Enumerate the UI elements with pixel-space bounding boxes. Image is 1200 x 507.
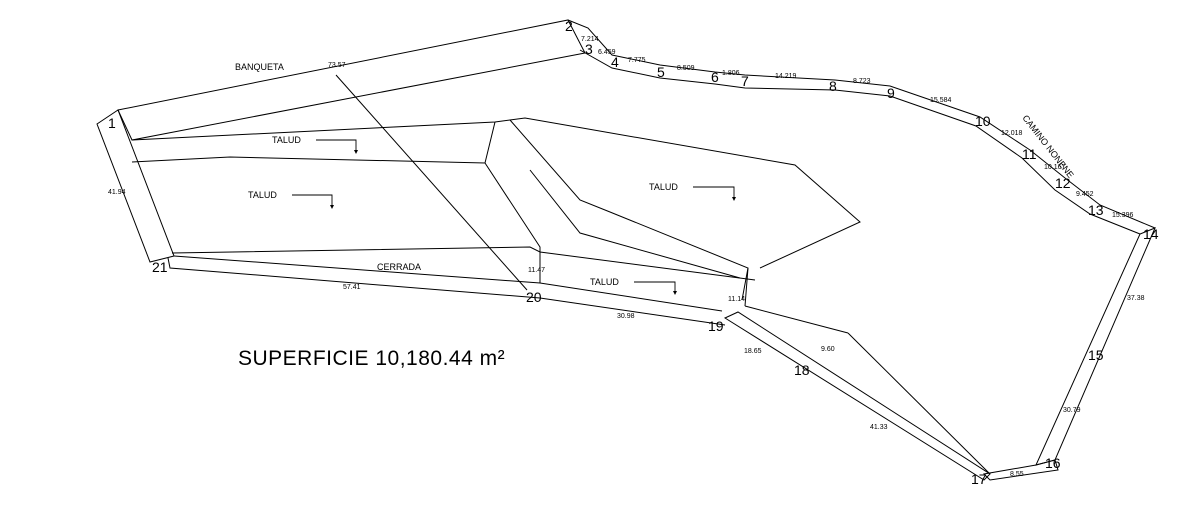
cerrada-label: CERRADA xyxy=(377,262,421,272)
dimension-13-14: 15.396 xyxy=(1112,212,1134,219)
talud-label: TALUD xyxy=(590,277,619,287)
dimension-6-7: 1.806 xyxy=(722,70,740,77)
dimension-4-5: 7.775 xyxy=(628,57,646,64)
left-boundary-strip xyxy=(96,109,175,263)
vertex-6: 6 xyxy=(711,69,719,85)
vertex-1: 1 xyxy=(108,115,116,131)
dimension-8-9: 8.723 xyxy=(853,78,871,85)
dimension-7-8: 14.219 xyxy=(775,73,797,80)
dimension-1-2: 73.57 xyxy=(328,62,346,69)
dimension-17-18: 41.33 xyxy=(870,424,888,431)
vertex-3: 3 xyxy=(585,41,593,57)
vertex-12: 12 xyxy=(1055,175,1071,191)
talud-marker-2: TALUD xyxy=(248,190,334,209)
vertex-11: 11 xyxy=(1022,146,1037,162)
banqueta-strip xyxy=(117,19,586,141)
dimension-12-13: 9.452 xyxy=(1076,191,1094,198)
dimension-15-16: 30.79 xyxy=(1063,407,1081,414)
vertex-7: 7 xyxy=(741,73,749,89)
dimension-5-6: 8.509 xyxy=(677,65,695,72)
dimension-19-20: 30.98 xyxy=(617,313,635,320)
dimension-18-internal: 9.60 xyxy=(821,346,835,353)
vertex-17: 17 xyxy=(971,471,987,487)
talud-label: TALUD xyxy=(272,135,301,145)
dimension-2-3: 7.214 xyxy=(581,36,599,43)
dimension-labels: 73.57 7.214 6.459 7.775 8.509 1.806 14.2… xyxy=(108,36,1145,478)
vertex-labels: 1 2 3 4 5 6 7 8 9 10 11 12 13 14 15 16 1… xyxy=(108,18,1159,487)
vertex-8: 8 xyxy=(829,78,837,94)
banqueta-label: BANQUETA xyxy=(235,62,284,72)
vertex-20: 20 xyxy=(526,289,542,305)
vertex-4: 4 xyxy=(611,54,619,70)
dimension-19-internal: 11.14 xyxy=(728,296,745,303)
vertex-18: 18 xyxy=(794,362,810,378)
bottom-right-strip xyxy=(982,459,1059,481)
vertex-13: 13 xyxy=(1088,202,1104,218)
dimension-16-17: 8.55 xyxy=(1010,471,1024,478)
dimension-11-12: 10.167 xyxy=(1044,164,1066,171)
vertex-19: 19 xyxy=(708,318,724,334)
dimension-20-21: 57.41 xyxy=(343,284,361,291)
interior-lines xyxy=(131,74,861,307)
vertex-9: 9 xyxy=(887,85,895,101)
talud-marker-1: TALUD xyxy=(272,135,358,154)
vertex-2: 2 xyxy=(565,18,573,34)
vertex-16: 16 xyxy=(1045,455,1061,471)
surface-area-label: SUPERFICIE 10,180.44 m² xyxy=(238,347,505,370)
talud-label: TALUD xyxy=(649,182,678,192)
cerrada-strip xyxy=(167,255,726,326)
dimension-9-10: 15.584 xyxy=(930,97,952,104)
camino-strip xyxy=(567,19,1156,235)
dimension-18-19: 18.65 xyxy=(744,348,762,355)
dimension-3-4: 6.459 xyxy=(598,49,616,56)
dimension-21-1: 41.94 xyxy=(108,189,126,196)
vertex-14: 14 xyxy=(1143,226,1159,242)
dimension-14-15: 37.38 xyxy=(1127,295,1145,302)
vertex-5: 5 xyxy=(657,64,665,80)
vertex-21: 21 xyxy=(152,259,168,275)
talud-label: TALUD xyxy=(248,190,277,200)
southeast-strip xyxy=(723,305,991,481)
talud-marker-3: TALUD xyxy=(649,182,736,201)
talud-marker-4: TALUD xyxy=(590,277,677,295)
dimension-10-11: 12.018 xyxy=(1001,130,1023,137)
vertex-15: 15 xyxy=(1088,347,1104,363)
vertex-10: 10 xyxy=(975,113,991,129)
dimension-20-internal: 11.47 xyxy=(528,267,545,274)
